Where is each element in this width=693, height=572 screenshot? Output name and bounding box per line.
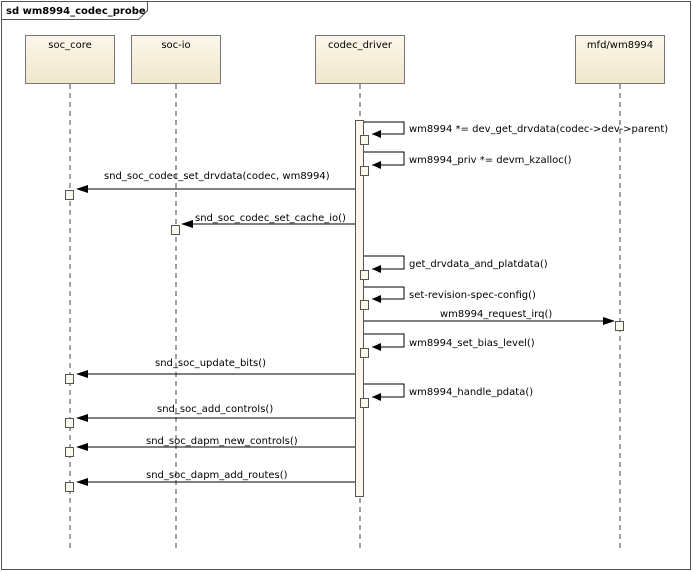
message-self-7: wm8994_set_bias_level(): [360, 333, 535, 358]
message-label: wm8994 *= dev_get_drvdata(codec->dev->pa…: [409, 124, 668, 135]
message-self-0: wm8994 *= dev_get_drvdata(codec->dev->pa…: [360, 121, 668, 145]
message-label: wm8994_set_bias_level(): [409, 338, 535, 349]
activation-box: [65, 418, 74, 428]
message-self-4: get_drvdata_and_platdata(): [360, 255, 548, 280]
message-label: snd_soc_update_bits(): [155, 358, 266, 369]
lifeline-label-mfd-wm8994: mfd/wm8994: [587, 40, 653, 51]
lifeline-head-codec-driver: [315, 35, 405, 84]
lifeline-label-soc-core: soc_core: [48, 40, 92, 51]
lifeline-head-soc-core: [25, 35, 115, 84]
message-label: snd_soc_codec_set_cache_io(): [195, 213, 346, 224]
message-label: snd_soc_dapm_add_routes(): [146, 470, 288, 481]
lifeline-soc-core: soc_core: [25, 35, 115, 548]
message-2: snd_soc_codec_set_drvdata(codec, wm8994): [65, 171, 355, 200]
activation-box: [65, 374, 74, 384]
frame-title: sd wm8994_codec_probe: [6, 6, 146, 17]
activation-box: [360, 300, 369, 310]
lifeline-label-soc-io: soc-io: [161, 40, 190, 51]
lifeline-mfd-wm8994: mfd/wm8994: [575, 35, 665, 548]
activation-box: [615, 321, 624, 331]
lifeline-codec-driver: codec_driver: [315, 35, 405, 548]
message-12: snd_soc_dapm_add_routes(): [65, 470, 355, 492]
message-self-9: wm8994_handle_pdata(): [360, 383, 533, 408]
lifeline-head-mfd-wm8994: [575, 35, 665, 84]
activation-box: [360, 270, 369, 280]
message-10: snd_soc_add_controls(): [65, 404, 355, 428]
message-8: snd_soc_update_bits(): [65, 358, 355, 384]
activation-box: [360, 348, 369, 358]
activation-box: [360, 135, 369, 145]
message-11: snd_soc_dapm_new_controls(): [65, 436, 355, 457]
message-3: snd_soc_codec_set_cache_io(): [171, 213, 355, 235]
lifeline-label-codec-driver: codec_driver: [328, 40, 393, 51]
activation-box: [360, 166, 369, 176]
message-label: snd_soc_add_controls(): [157, 404, 273, 415]
message-label: snd_soc_dapm_new_controls(): [146, 436, 298, 447]
message-label: wm8994_handle_pdata(): [409, 387, 533, 398]
frame-title-tab: [1, 1, 148, 20]
activation-box: [360, 398, 369, 408]
message-label: set-revision-spec-config(): [409, 290, 536, 301]
message-self-5: set-revision-spec-config(): [360, 286, 536, 310]
message-6: wm8994_request_irq(): [364, 309, 624, 331]
message-self-1: wm8994_priv *= devm_kzalloc(): [360, 151, 572, 176]
lifeline-soc-io: soc-io: [131, 35, 221, 548]
activation-box: [171, 225, 180, 235]
message-label: snd_soc_codec_set_drvdata(codec, wm8994): [104, 171, 330, 182]
message-label: wm8994_priv *= devm_kzalloc(): [409, 155, 572, 166]
lifeline-head-soc-io: [131, 35, 221, 84]
activation-box: [65, 447, 74, 457]
message-label: get_drvdata_and_platdata(): [409, 259, 548, 270]
message-label: wm8994_request_irq(): [440, 309, 552, 320]
activation-box: [65, 190, 74, 200]
activation-box: [65, 482, 74, 492]
